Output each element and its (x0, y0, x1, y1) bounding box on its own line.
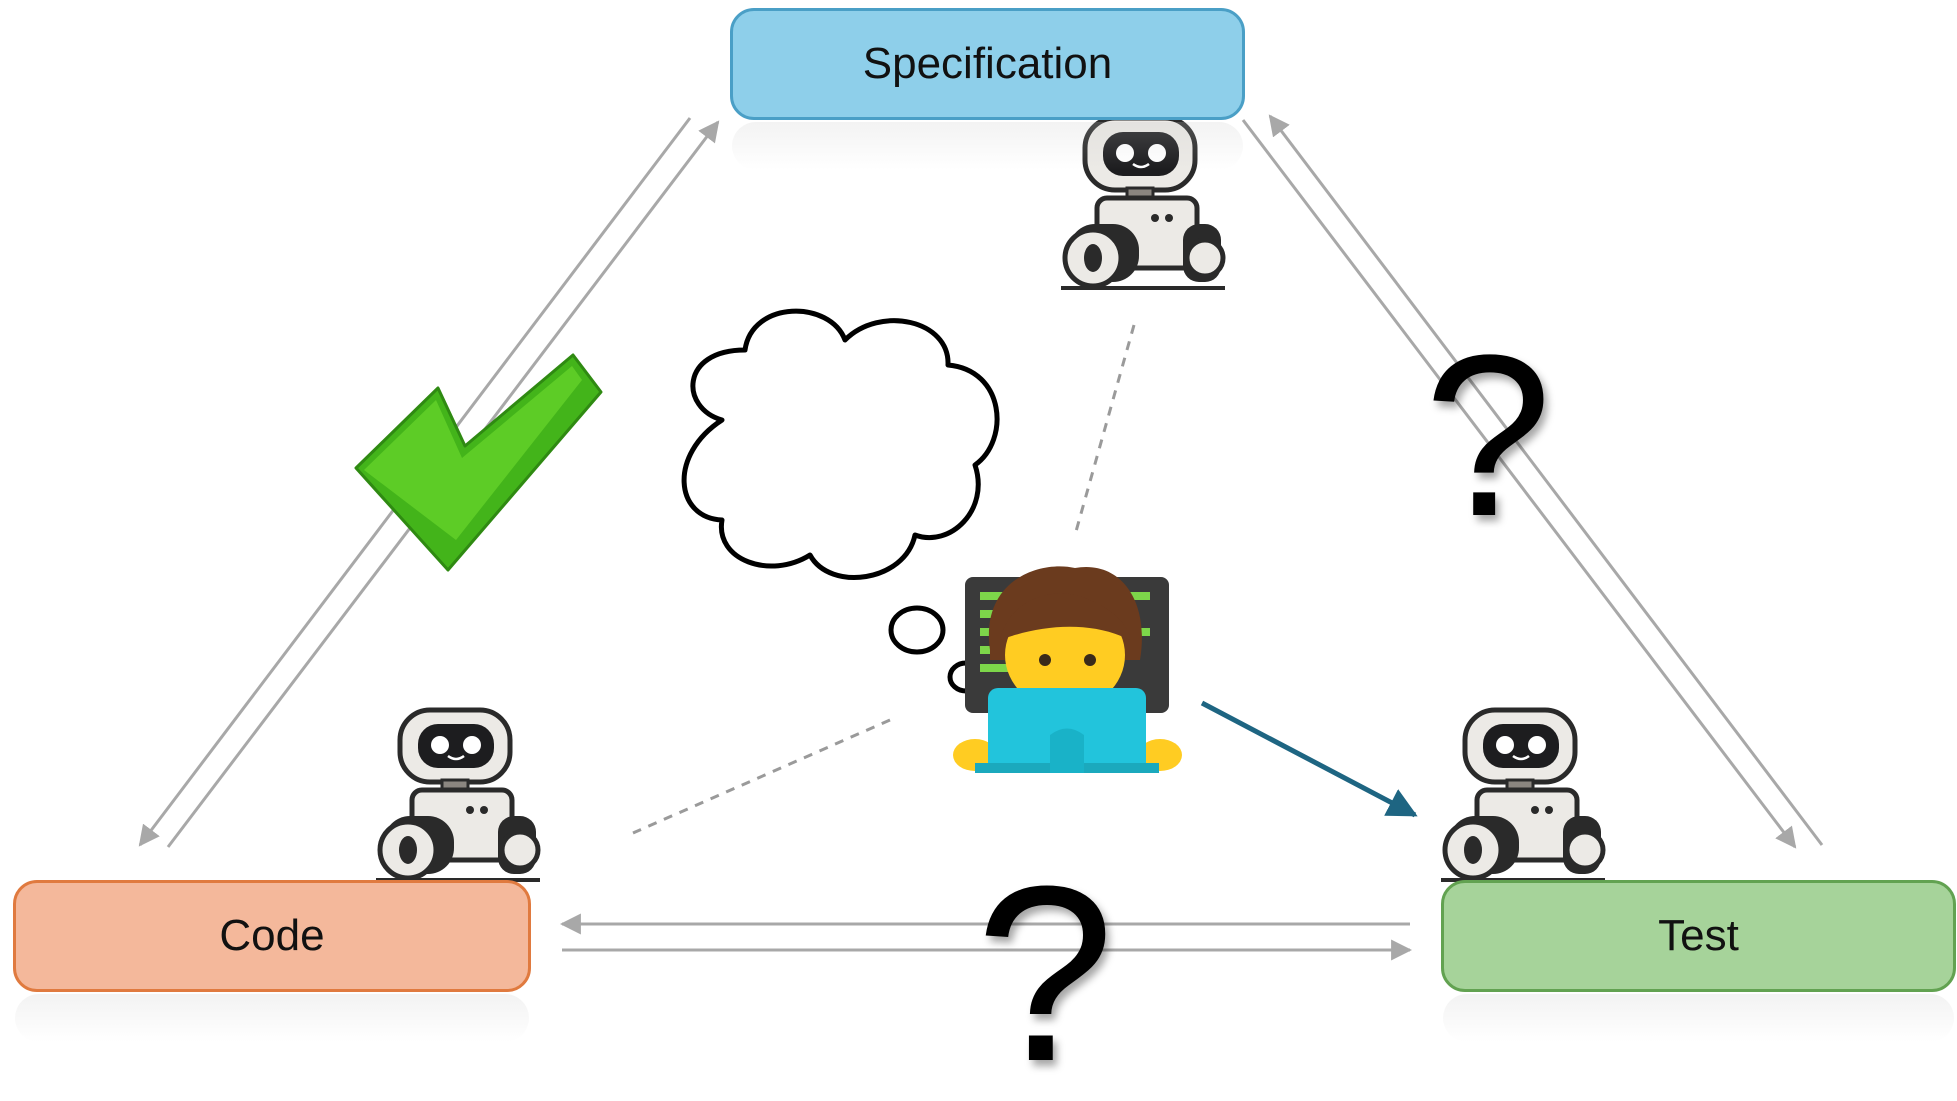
code-reflection (15, 994, 529, 1042)
spec-reflection (732, 122, 1243, 170)
arrow-spec-to-test (1241, 119, 1797, 849)
node-test: Test (1441, 880, 1956, 992)
dotted-link-person-spec (1073, 324, 1136, 536)
person-at-laptop-icon (953, 566, 1182, 773)
robot-icon (376, 710, 540, 880)
question-mark-code-test: ? (975, 834, 1114, 1101)
node-code: Code (13, 880, 531, 992)
checkmark-icon (354, 353, 603, 572)
node-code-label: Code (219, 911, 325, 960)
robot-icon (1441, 710, 1605, 880)
test-reflection (1443, 994, 1954, 1042)
question-mark-spec-test: ? (1424, 307, 1552, 564)
node-specification: Specification (730, 8, 1245, 120)
thought-bubble-icon (681, 308, 1000, 694)
node-test-label: Test (1658, 911, 1739, 960)
arrow-person-to-test (1200, 700, 1418, 818)
node-specification-label: Specification (862, 39, 1113, 88)
dotted-link-person-code (632, 718, 891, 835)
arrow-test-to-spec (1268, 114, 1824, 846)
